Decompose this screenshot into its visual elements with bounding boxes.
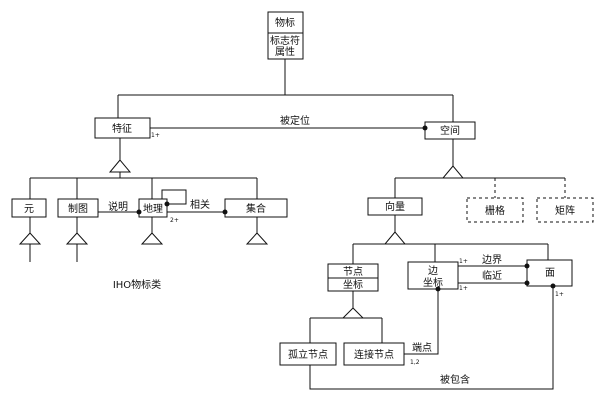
spatial-label: 空间	[440, 124, 460, 137]
multiplicity-feature: 1+	[151, 132, 160, 139]
matrix-label: 矩阵	[555, 204, 575, 217]
cartographic-label: 制图	[68, 202, 88, 215]
located-by-label: 被定位	[280, 114, 310, 127]
multiplicity-geo: 2+	[170, 217, 179, 224]
raster-box	[466, 197, 524, 223]
collection-box	[224, 198, 288, 218]
cartographic-box	[57, 198, 99, 218]
isolated-node-label: 孤立节点	[288, 348, 328, 361]
geo-label: 地理	[143, 202, 163, 215]
geo-box	[138, 198, 168, 218]
root-title: 物标	[275, 16, 295, 29]
multiplicity-edge-top: 1+	[459, 258, 468, 265]
root-attr-line2: 属性	[275, 45, 295, 58]
multiplicity-endpoint: 1,2	[410, 359, 420, 366]
contained-by-label: 被包含	[440, 373, 470, 386]
multiplicity-face: 1+	[555, 291, 564, 298]
related-label: 相关	[190, 198, 210, 211]
root-attr-line1: 标志符	[270, 34, 300, 47]
edge-label-line1: 边	[428, 265, 438, 277]
raster-label: 栅格	[485, 204, 505, 217]
face-box	[526, 259, 573, 287]
boundary-label: 边界	[482, 254, 502, 266]
vector-label: 向量	[385, 200, 405, 213]
collection-label: 集合	[246, 202, 266, 215]
face-label: 面	[545, 268, 555, 279]
connected-node-label: 连接节点	[354, 348, 394, 361]
matrix-box	[536, 197, 594, 223]
iho-caption: IHO物标类	[113, 278, 161, 291]
multiplicity-edge-bottom: 1+	[459, 285, 468, 292]
describes-label: 说明	[108, 200, 128, 213]
isolated-node-box	[279, 342, 337, 366]
node-label-line2: 坐标	[343, 279, 363, 291]
edge-label-line2: 坐标	[423, 277, 443, 289]
feature-label: 特征	[112, 123, 132, 135]
adjacent-label: 临近	[482, 269, 502, 282]
endpoint-label: 端点	[412, 341, 432, 354]
meta-box	[11, 198, 47, 218]
meta-label: 元	[24, 204, 34, 215]
node-label-line1: 节点	[343, 266, 363, 278]
edge-box	[407, 261, 459, 290]
